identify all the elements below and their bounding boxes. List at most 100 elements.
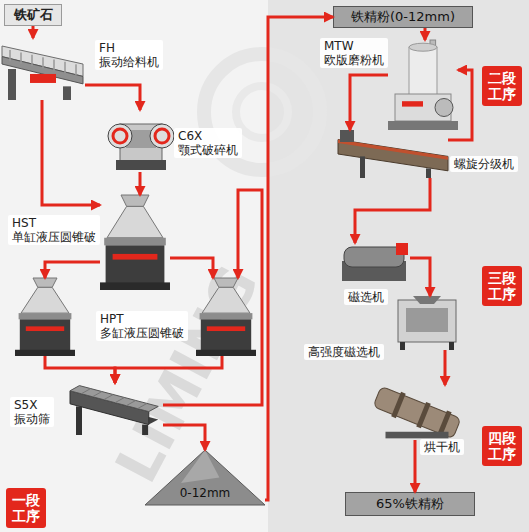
screen-line <box>115 397 124 402</box>
mill-column <box>409 47 437 96</box>
crusher-machine <box>196 278 256 356</box>
logo-watermark <box>236 86 288 138</box>
illustration <box>392 296 462 350</box>
feeder-motor <box>30 74 56 83</box>
separator-machine: 高强度磁选机 <box>392 296 462 350</box>
separator-drum <box>344 247 404 267</box>
cone-ring <box>200 313 253 319</box>
node-label: HPT <box>100 312 184 326</box>
flow-arrow <box>85 85 140 110</box>
illustration <box>196 278 256 356</box>
screen-line <box>104 395 113 400</box>
classifier-leg <box>426 168 431 178</box>
flow-arrow <box>45 356 115 383</box>
flywheel <box>150 124 174 148</box>
screen-leg <box>142 425 148 435</box>
dryer-machine: 烘干机 <box>372 385 462 440</box>
node-label: 烘干机 <box>424 440 460 454</box>
watermark: LIMING <box>102 255 272 494</box>
node-label: 螺旋分级机 <box>454 157 514 171</box>
node-label: S5X <box>14 398 50 412</box>
separator-hopper <box>413 296 441 304</box>
flow-arrow <box>163 425 205 450</box>
cone-accent <box>113 254 158 260</box>
illustration <box>388 40 458 130</box>
caption-box: 螺旋分级机 <box>450 156 518 172</box>
cone-body <box>107 206 163 237</box>
node-label: 振动给料机 <box>99 55 159 69</box>
feeder-leg <box>8 69 16 100</box>
separator-frame <box>398 300 456 342</box>
flow-arrow <box>115 356 222 383</box>
pile-shape <box>145 450 265 505</box>
dryer-drum <box>373 386 461 439</box>
feeder-leg <box>63 86 71 100</box>
flow-arrow <box>139 172 142 195</box>
mill-plinth <box>388 121 458 130</box>
node-label: 四段工序 <box>487 430 517 462</box>
classifier-trough <box>338 140 448 171</box>
flow-arrow <box>424 28 427 40</box>
flow-arrow <box>163 190 262 405</box>
node-label: FH <box>99 41 159 55</box>
screen-line <box>126 400 135 405</box>
flywheel-rim <box>155 129 169 143</box>
flow-arrow <box>350 75 388 130</box>
mill-accent <box>402 101 423 106</box>
text-holder: 一段工序 <box>6 488 46 528</box>
stage-tag: 一段工序 <box>6 488 46 528</box>
screen-leg <box>76 406 82 435</box>
feeder-grizzly <box>20 52 22 63</box>
screen-line <box>81 389 90 394</box>
cone-hopper <box>33 278 57 287</box>
text-holder: 铁矿石 <box>5 5 61 25</box>
caption-box: 烘干机 <box>420 439 464 455</box>
cone-accent <box>26 326 64 331</box>
node-label: 振动筛 <box>14 412 50 426</box>
flow-arrow <box>355 178 430 243</box>
flywheel-rim <box>113 129 127 143</box>
cone-ring <box>19 313 72 319</box>
caption-box: 磁选机 <box>344 289 388 305</box>
crusher-machine: HPT多缸液压圆锥破 <box>15 278 75 356</box>
classifier-machine: 螺旋分级机 <box>338 130 448 178</box>
caption-box: 高强度磁选机 <box>304 344 384 360</box>
flow-arrow <box>410 258 430 296</box>
cone-foot <box>100 282 170 290</box>
cone-ring <box>104 238 166 246</box>
caption-box: S5X振动筛 <box>10 397 54 427</box>
illustration <box>100 195 170 290</box>
dryer-ring <box>391 392 406 418</box>
feeder-grizzly <box>31 55 33 66</box>
classifier-rim <box>338 140 448 160</box>
caption-box: FH振动给料机 <box>95 40 163 70</box>
caption-box: MTW欧版磨粉机 <box>320 38 388 68</box>
classifier-leg <box>360 156 365 178</box>
illustration <box>0 38 85 100</box>
cone-body <box>202 287 250 313</box>
flow-arrow <box>32 26 35 38</box>
text-holder: 二段工序 <box>482 66 522 106</box>
flywheel <box>108 124 132 148</box>
separator-leg <box>449 342 454 350</box>
node-label: 一段工序 <box>11 492 41 524</box>
flow-arrow <box>414 440 417 492</box>
cone-foot <box>15 350 75 356</box>
node-label: 铁精粉(0-12mm) <box>351 8 455 26</box>
separator-motor <box>396 243 408 255</box>
feeder-grizzly <box>64 62 66 73</box>
screen-mesh <box>70 386 158 412</box>
classifier-motor <box>340 130 354 142</box>
node-label: HST <box>12 216 96 230</box>
screen-machine: S5X振动筛 <box>68 383 163 435</box>
cone-frame <box>106 245 165 283</box>
node-label: 铁矿石 <box>14 6 53 24</box>
text-holder: 四段工序 <box>482 426 522 466</box>
flow-arrow <box>265 17 333 500</box>
stage-tag: 三段工序 <box>482 266 522 306</box>
mill-fan <box>435 99 453 117</box>
cone-hopper <box>121 195 149 206</box>
illustration <box>338 130 448 178</box>
flow-arrow <box>170 258 213 278</box>
